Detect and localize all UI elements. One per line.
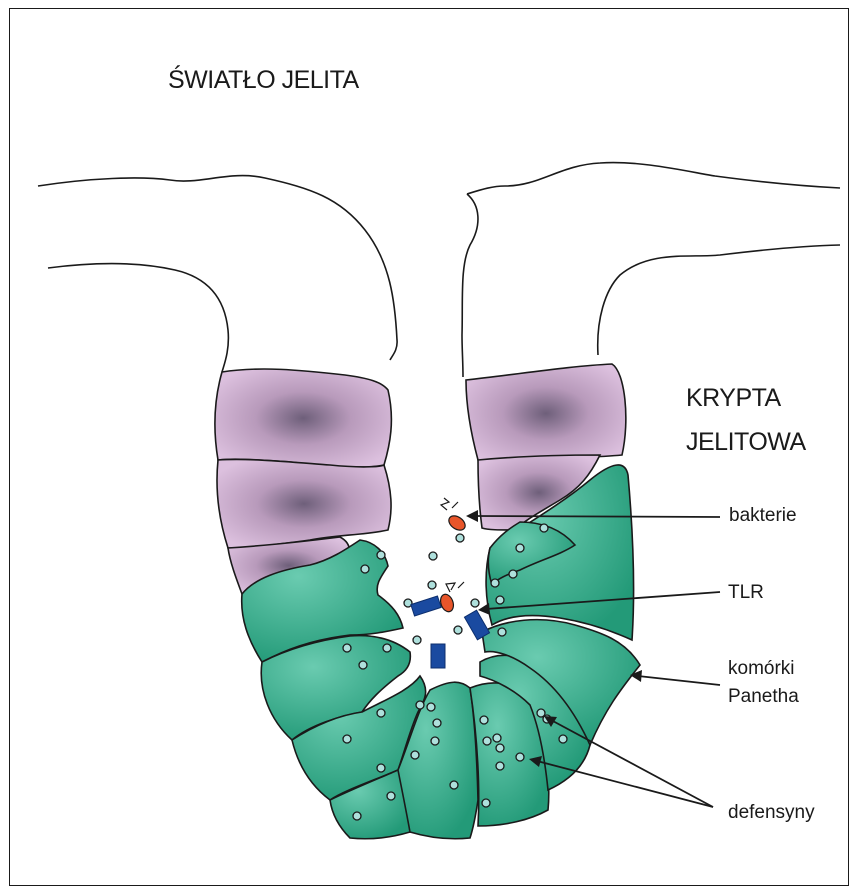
defensin	[493, 734, 501, 742]
defensin	[482, 799, 490, 807]
defensin	[471, 599, 479, 607]
defensin	[516, 544, 524, 552]
bacterium-upper-flagella	[441, 498, 458, 510]
defensin	[431, 737, 439, 745]
enterocyte-left-1	[215, 369, 391, 467]
tlr-receptor-bottom	[431, 644, 445, 668]
crypt-label-line2: JELITOWA	[686, 420, 806, 464]
defensin	[343, 644, 351, 652]
bacteria-label: bakterie	[729, 505, 797, 527]
right-villus-top	[467, 163, 840, 194]
defensin	[361, 565, 369, 573]
enterocyte-left-2	[217, 459, 391, 548]
defensin	[377, 709, 385, 717]
tlr-receptor-left	[411, 596, 441, 616]
defensin	[491, 579, 499, 587]
defensin	[498, 628, 506, 636]
crypt-label: KRYPTA JELITOWA	[686, 376, 806, 464]
arrow-bacteria	[474, 516, 720, 517]
defensin	[343, 735, 351, 743]
defensin	[377, 764, 385, 772]
defensin	[377, 551, 385, 559]
arrow-defensin-2	[537, 761, 713, 807]
defensin	[411, 751, 419, 759]
defensin	[387, 792, 395, 800]
defensin	[540, 524, 548, 532]
defensin	[480, 716, 488, 724]
defensin	[509, 570, 517, 578]
defensin	[483, 737, 491, 745]
arrow-paneth	[638, 676, 720, 685]
defensin	[456, 534, 464, 542]
defensin	[429, 552, 437, 560]
defensins-label: defensyny	[728, 802, 815, 824]
defensin	[359, 661, 367, 669]
tlr-receptor-right	[464, 610, 489, 640]
arrowhead-tlr	[478, 603, 490, 615]
lumen-label: ŚWIATŁO JELITA	[168, 66, 359, 95]
defensin	[353, 812, 361, 820]
defensin	[516, 753, 524, 761]
defensin	[496, 596, 504, 604]
defensin	[433, 719, 441, 727]
paneth-label-line2: Panetha	[728, 683, 799, 711]
defensin	[383, 644, 391, 652]
tlr-label: TLR	[728, 582, 764, 604]
paneth-label-line1: komórki	[728, 655, 799, 683]
defensin	[427, 703, 435, 711]
left-villus-top	[38, 176, 397, 360]
defensin	[416, 701, 424, 709]
defensin	[450, 781, 458, 789]
enterocyte-right-1	[466, 364, 626, 463]
defensin	[496, 762, 504, 770]
right-villus-bottom	[598, 245, 840, 355]
right-villus-left	[462, 194, 478, 377]
defensin	[559, 735, 567, 743]
arrowhead-bacteria	[466, 510, 478, 522]
bacteria	[438, 498, 468, 614]
bacterium-upper	[446, 513, 468, 533]
paneth-cells-label: komórki Panetha	[728, 655, 799, 711]
defensin	[413, 636, 421, 644]
bacterium-lower-flagella	[446, 582, 464, 592]
epithelium-outline	[38, 163, 840, 377]
left-villus-bottom	[48, 264, 228, 372]
defensin	[496, 744, 504, 752]
defensin	[428, 581, 436, 589]
bacterium-lower	[438, 592, 455, 613]
defensin	[454, 626, 462, 634]
crypt-label-line1: KRYPTA	[686, 376, 806, 420]
